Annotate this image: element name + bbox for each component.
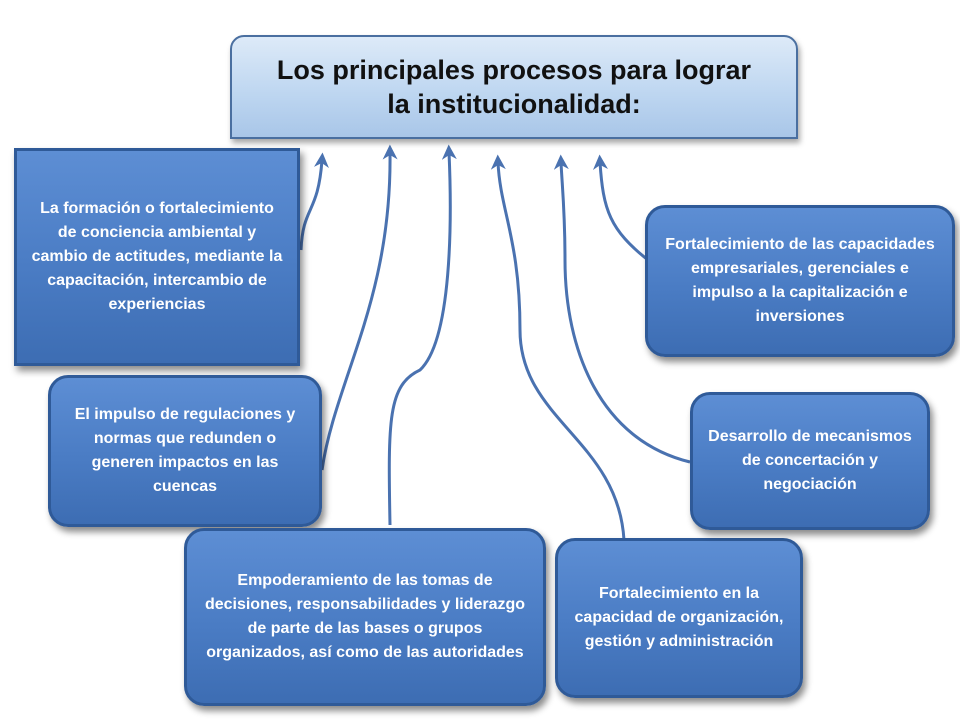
node-empoderamiento-text: Empoderamiento de las tomas de decisione… [204, 572, 526, 661]
node-empoderamiento: Empoderamiento de las tomas de decisione… [184, 528, 546, 706]
arrow-empoderamiento [387, 144, 457, 526]
arrow-organizacion [490, 154, 626, 541]
node-conciencia-text: La formación o fortalecimiento de concie… [31, 200, 283, 313]
diagram-title: Los principales procesos para lograr la … [276, 55, 752, 119]
node-concertacion-text: Desarrollo de mecanismos de concertación… [708, 428, 912, 493]
diagram-title-box: Los principales procesos para lograr la … [230, 35, 798, 139]
node-empresariales-text: Fortalecimiento de las capacidades empre… [665, 236, 935, 325]
node-organizacion: Fortalecimiento en la capacidad de organ… [555, 538, 803, 698]
node-regulaciones: El impulso de regulaciones y normas que … [48, 375, 322, 527]
node-concertacion: Desarrollo de mecanismos de concertación… [690, 392, 930, 530]
arrow-concertacion [553, 154, 691, 464]
arrow-conciencia [299, 152, 329, 251]
node-organizacion-text: Fortalecimiento en la capacidad de organ… [574, 585, 784, 650]
node-regulaciones-text: El impulso de regulaciones y normas que … [74, 406, 296, 495]
node-empresariales: Fortalecimiento de las capacidades empre… [645, 205, 955, 357]
arrow-regulaciones [320, 144, 398, 471]
arrow-empresariales [592, 154, 649, 262]
node-conciencia: La formación o fortalecimiento de concie… [14, 148, 300, 366]
